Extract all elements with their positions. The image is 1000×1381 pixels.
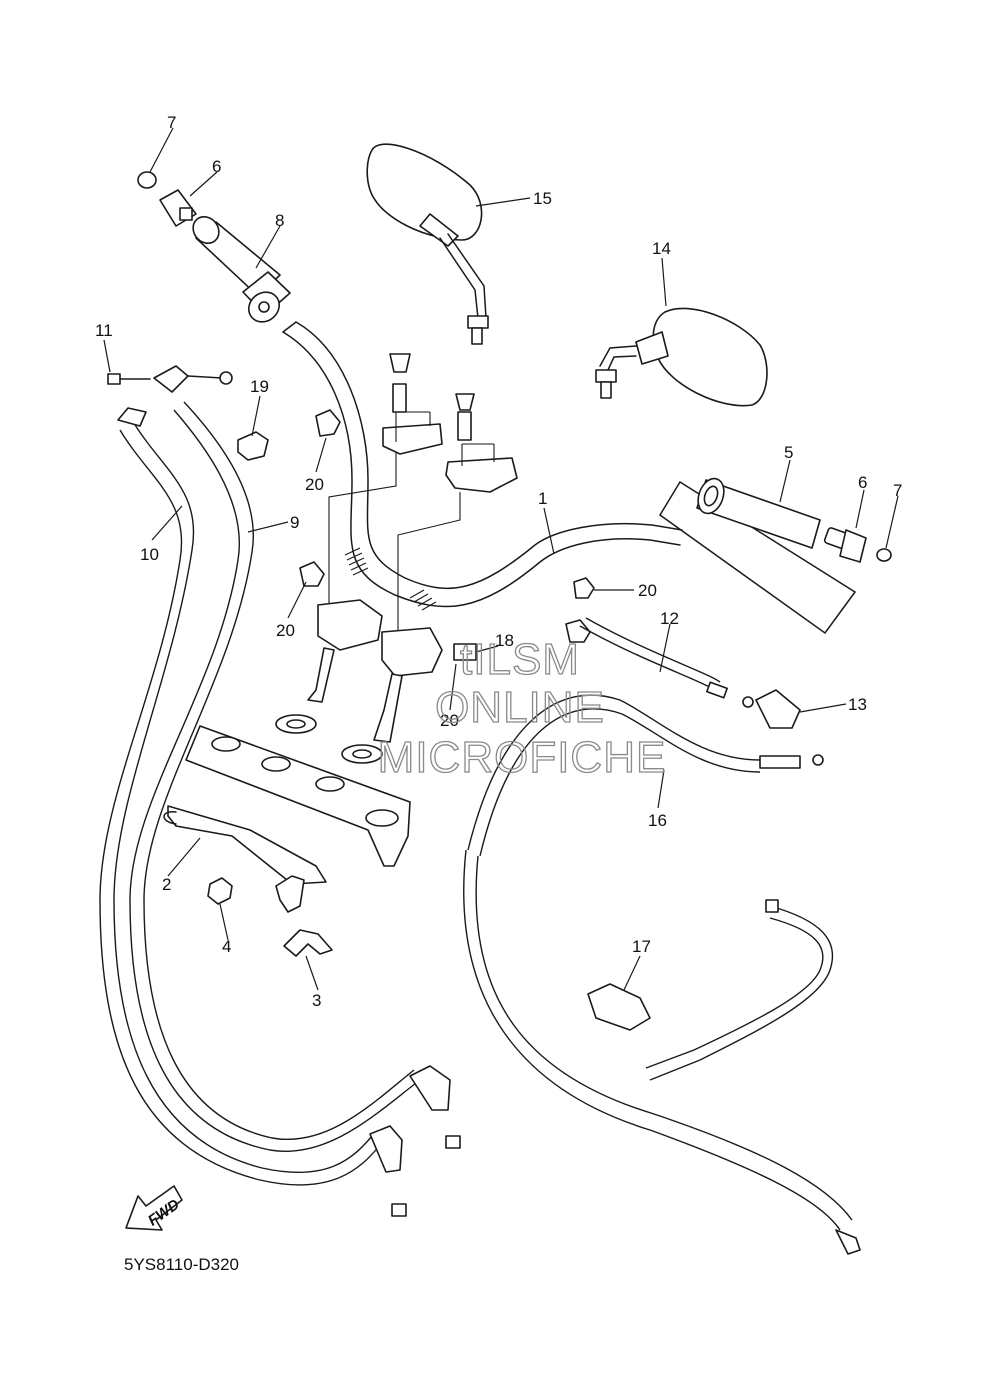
callout-15: 15	[533, 189, 552, 208]
damper-washer-2-inner	[352, 749, 372, 759]
callout-6-left: 6	[212, 157, 221, 176]
callout-17: 17	[632, 937, 651, 956]
drawing-code: 5YS8110-D320	[124, 1255, 239, 1274]
assembly-guide-lines	[328, 452, 461, 650]
holder-bracket	[275, 875, 305, 913]
cable-part-12	[579, 617, 754, 708]
cable-part-16	[467, 694, 824, 857]
clamp-part-19	[237, 431, 269, 461]
callout-9: 9	[290, 513, 299, 532]
cable-end-9	[409, 1065, 461, 1149]
callout-11: 11	[95, 321, 113, 340]
callout-labels: 7 6 8 15 14 11 19 20 10 9 20 1 5 6 7 20 …	[95, 113, 902, 1010]
nut-part-4	[207, 877, 233, 905]
brake-cable-loop	[463, 849, 861, 1255]
callout-7-left: 7	[167, 113, 176, 132]
callout-20-d: 20	[440, 711, 459, 730]
boot-part-13	[755, 689, 801, 729]
knurl-left	[344, 547, 369, 576]
callout-4: 4	[222, 937, 231, 956]
handlebar-part-1	[282, 321, 683, 611]
bar-end-part-6-right	[823, 527, 892, 563]
callout-20-a: 20	[305, 475, 324, 494]
watermark: tILSM ONLINE MICROFICHE	[377, 634, 667, 782]
callout-1: 1	[538, 489, 547, 508]
cable-guide-rod	[187, 375, 223, 379]
mirror-part-15	[366, 143, 489, 345]
watermark-line-3: MICROFICHE	[378, 733, 667, 782]
cable-guide-nipple	[219, 371, 233, 385]
throttle-cable-part-9	[129, 401, 421, 1152]
callout-6-right: 6	[858, 473, 867, 492]
mirror-part-14	[595, 307, 768, 407]
clamp-part-3	[283, 929, 333, 957]
callout-13: 13	[848, 695, 867, 714]
grip-part-5	[696, 477, 821, 549]
callout-5: 5	[784, 443, 793, 462]
leader-lines	[103, 127, 899, 991]
callout-7-right: 7	[893, 481, 902, 500]
bar-end-part-6-left	[159, 189, 197, 227]
clamp-part-20-d	[565, 619, 591, 643]
callout-14: 14	[652, 239, 671, 258]
clamp-part-20-b	[299, 561, 325, 587]
throttle-cable-part-10	[99, 407, 381, 1186]
damper-washer-inner	[286, 719, 306, 729]
callout-19: 19	[250, 377, 269, 396]
clamp-part-20-a	[315, 409, 341, 437]
lower-handlebar-holder	[307, 599, 443, 743]
watermark-line-1: tILSM	[460, 635, 580, 684]
cable-part-17	[587, 899, 834, 1081]
cable-guide	[153, 365, 189, 393]
clip-part-2	[163, 805, 327, 885]
nut-part-7-left	[137, 171, 157, 189]
bolt-part-11	[107, 373, 151, 385]
callout-8: 8	[275, 211, 284, 230]
callout-12: 12	[660, 609, 679, 628]
upper-bracket	[185, 725, 411, 867]
callout-16: 16	[648, 811, 667, 830]
watermark-line-2: ONLINE	[435, 683, 605, 732]
grip-part-8	[192, 215, 291, 323]
callout-20-c: 20	[638, 581, 657, 600]
clamp-part-20-c	[573, 577, 595, 599]
callout-10: 10	[140, 545, 159, 564]
cable-end-10	[369, 1125, 407, 1217]
knurl-right	[409, 589, 437, 611]
upper-handlebar-holder	[382, 353, 518, 493]
callout-3: 3	[312, 991, 321, 1010]
forward-arrow: FWD	[125, 1185, 183, 1231]
callout-18: 18	[495, 631, 514, 650]
callout-2: 2	[162, 875, 171, 894]
callout-20-b: 20	[276, 621, 295, 640]
